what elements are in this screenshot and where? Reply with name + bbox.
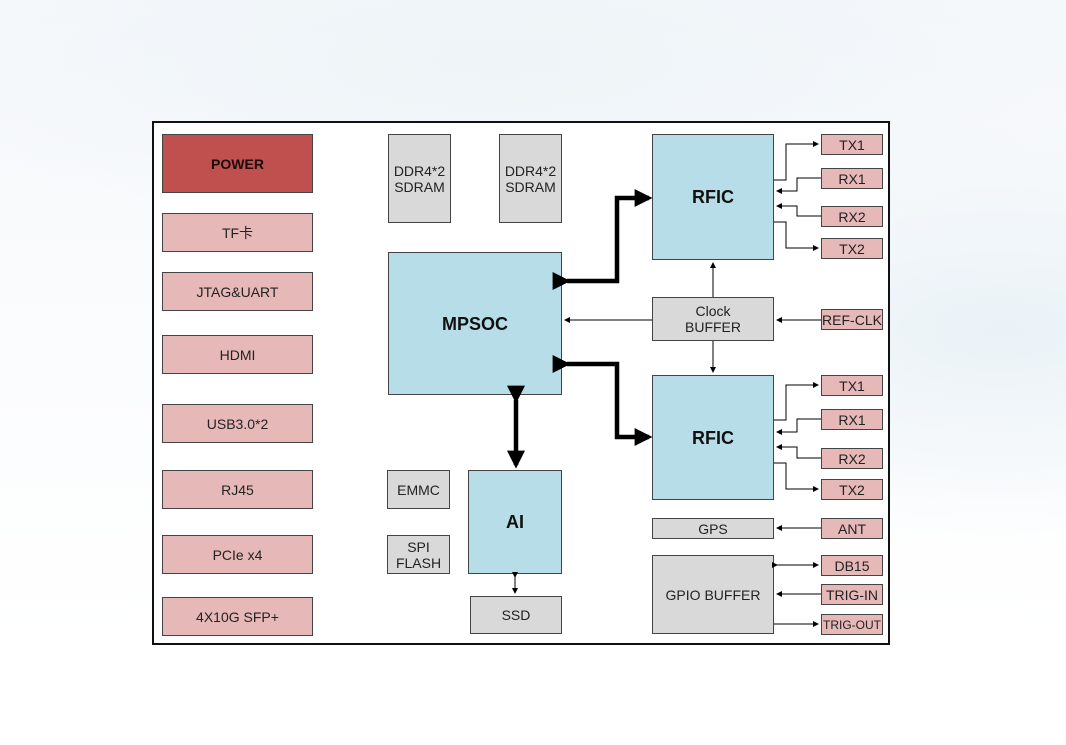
port-trig-in: TRIG-IN	[821, 584, 883, 605]
jtag-uart-block: JTAG&UART	[162, 272, 313, 311]
port-ant: ANT	[821, 518, 883, 539]
tf-card-block: TF卡	[162, 213, 313, 252]
port-tx2-bottom: TX2	[821, 479, 883, 500]
ai-block: AI	[468, 470, 562, 574]
ddr4-block-2: DDR4*2 SDRAM	[499, 134, 562, 223]
port-rx2-bottom: RX2	[821, 448, 883, 469]
rj45-block: RJ45	[162, 470, 313, 509]
ssd-block: SSD	[470, 596, 562, 634]
hdmi-block: HDMI	[162, 335, 313, 374]
port-tx1-top: TX1	[821, 134, 883, 155]
power-block: POWER	[162, 134, 313, 193]
rfic-top-block: RFIC	[652, 134, 774, 260]
port-tx2-top: TX2	[821, 238, 883, 259]
gps-block: GPS	[652, 518, 774, 539]
port-db15: DB15	[821, 555, 883, 576]
port-tx1-bottom: TX1	[821, 375, 883, 396]
emmc-block: EMMC	[387, 470, 450, 509]
gpio-buffer-block: GPIO BUFFER	[652, 555, 774, 634]
port-rx1-top: RX1	[821, 168, 883, 189]
port-trig-out: TRIG-OUT	[821, 614, 883, 635]
clock-buffer-block: Clock BUFFER	[652, 297, 774, 341]
sfp-block: 4X10G SFP+	[162, 597, 313, 636]
ddr4-block-1: DDR4*2 SDRAM	[388, 134, 451, 223]
mpsoc-block: MPSOC	[388, 252, 562, 395]
port-rx1-bottom: RX1	[821, 409, 883, 430]
spi-flash-block: SPI FLASH	[387, 535, 450, 574]
port-rx2-top: RX2	[821, 206, 883, 227]
pcie-block: PCIe x4	[162, 535, 313, 574]
usb-block: USB3.0*2	[162, 404, 313, 443]
rfic-bottom-block: RFIC	[652, 375, 774, 500]
port-ref-clk: REF-CLK	[821, 309, 883, 330]
